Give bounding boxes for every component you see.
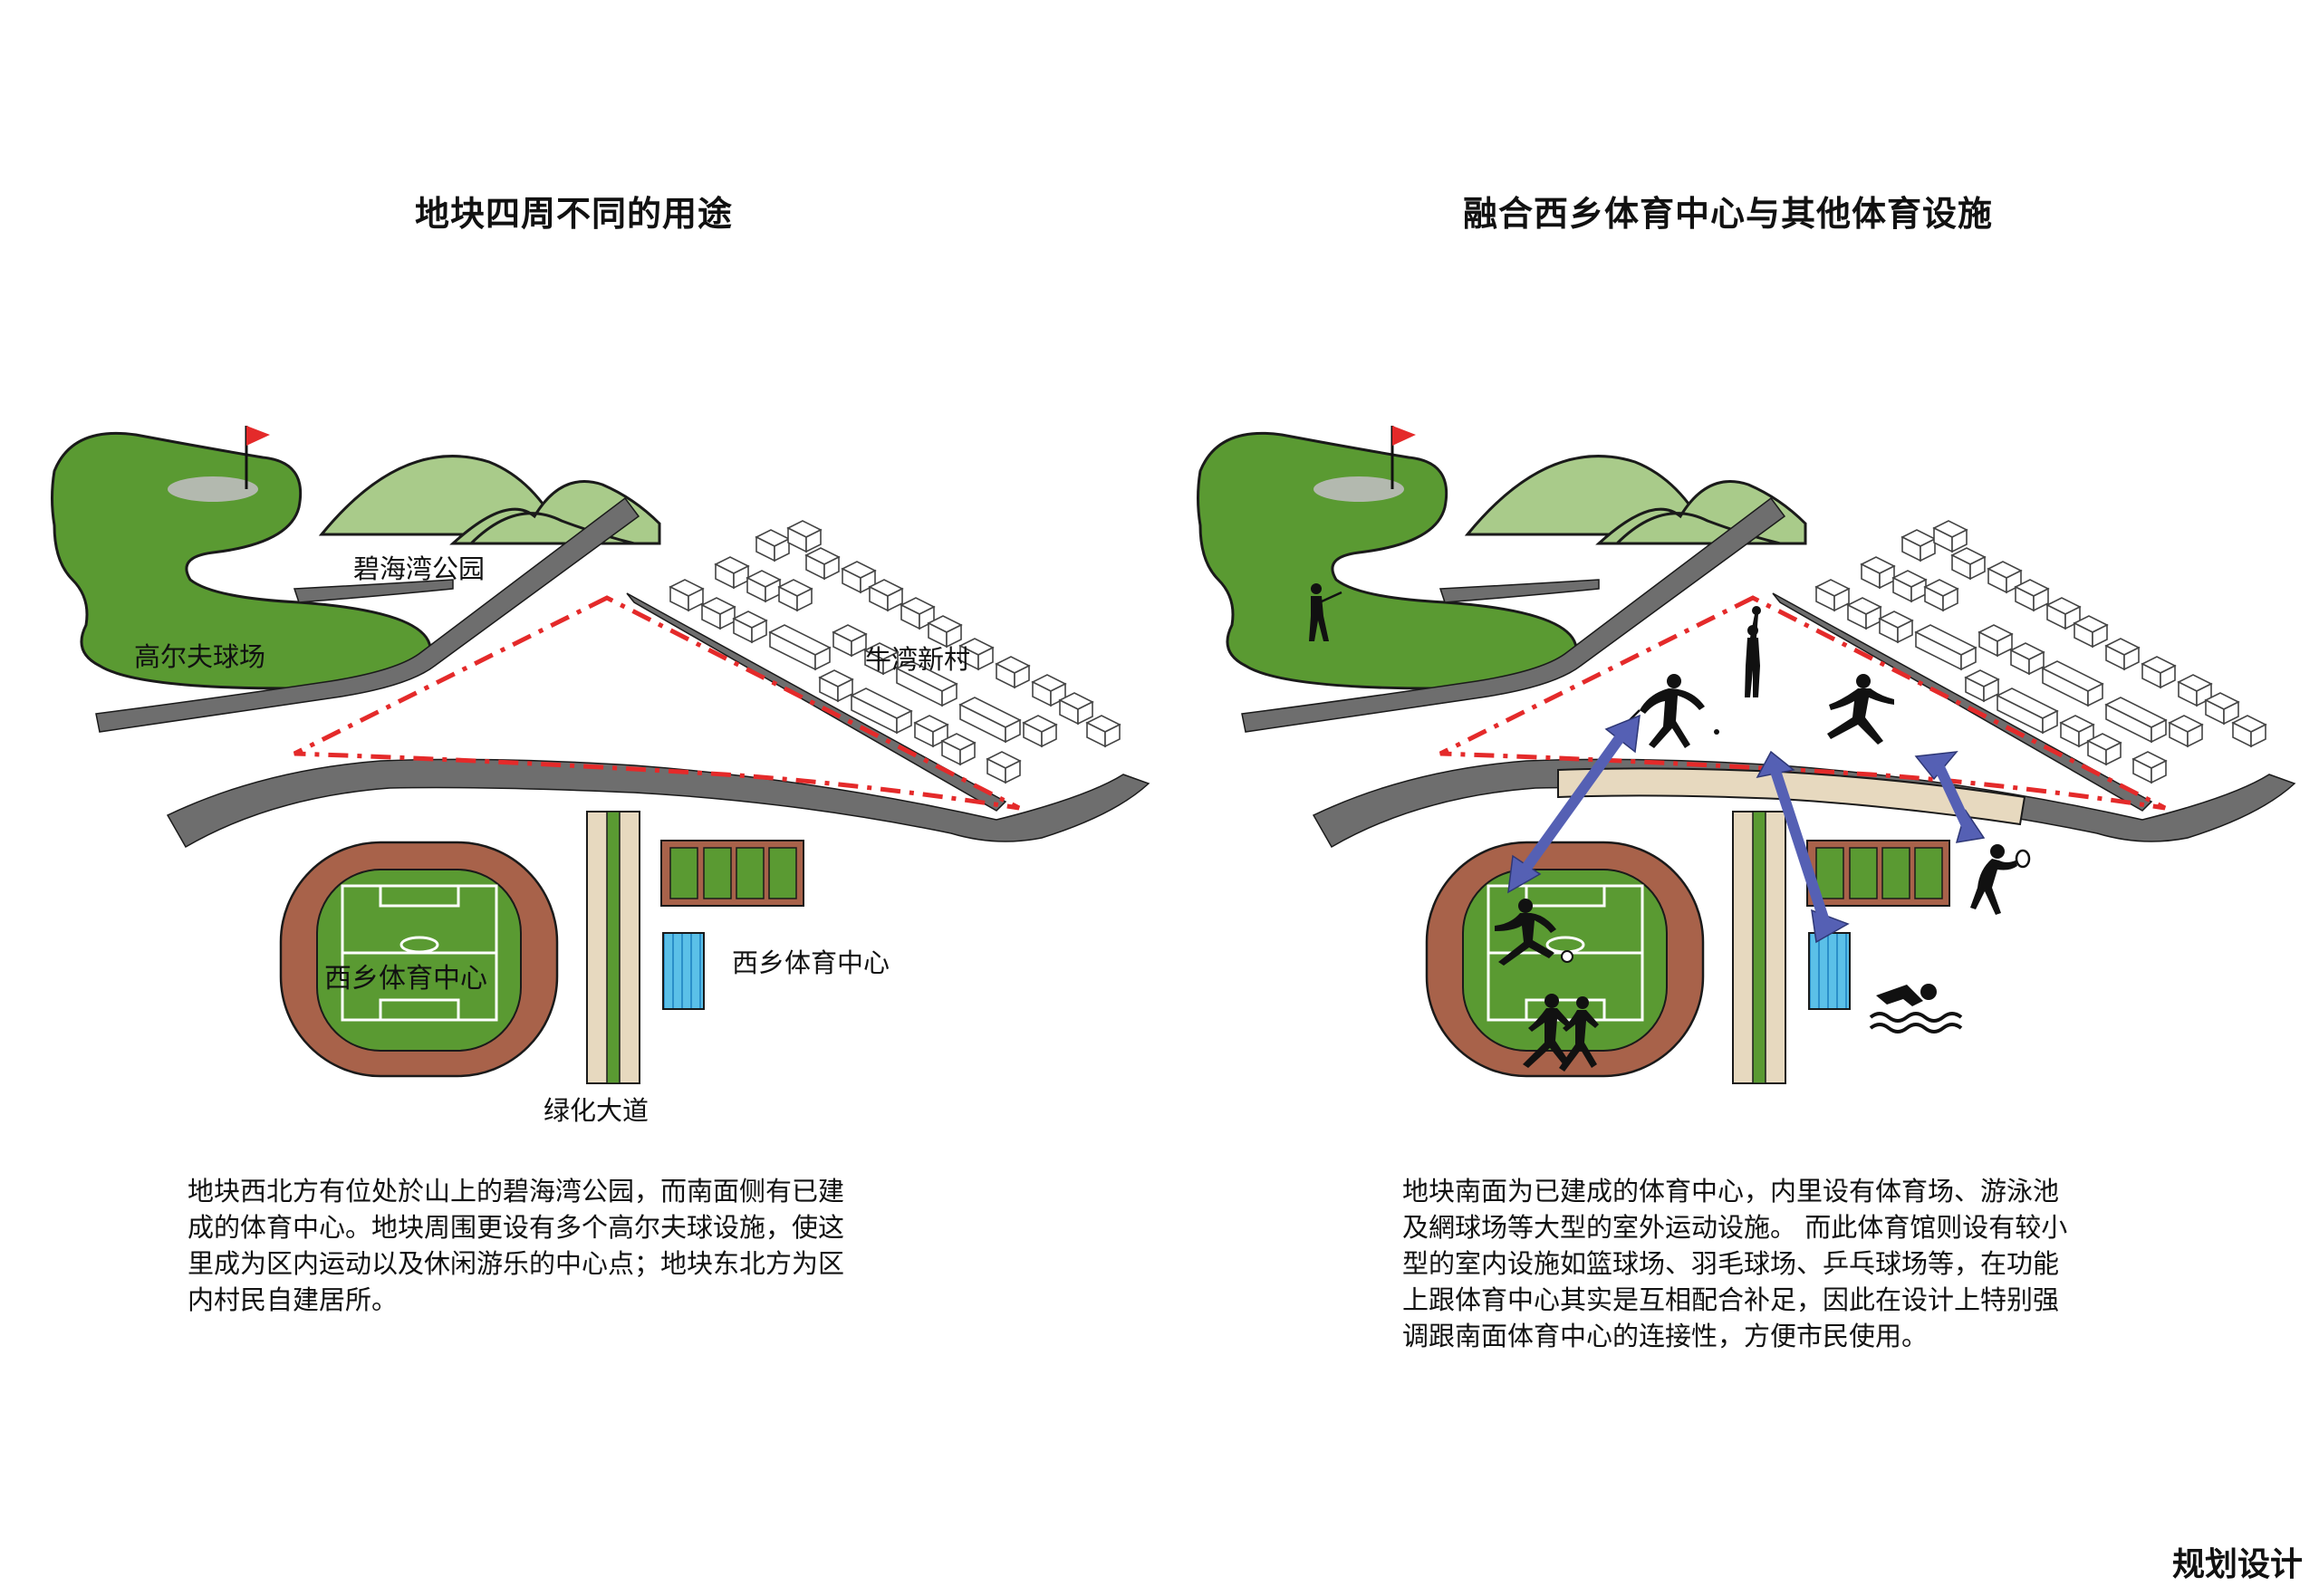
left-description-line: 内村民自建居所。: [188, 1284, 399, 1315]
label-golf-course: 高尔夫球场: [134, 641, 266, 672]
right-description-line: 地块南面为已建成的体育中心，内里设有体育场、游泳池: [1402, 1176, 2060, 1207]
arrow-icon: [1756, 750, 1850, 944]
connection-arrows: [1507, 714, 1986, 944]
right-description-line: 上跟体育中心其实是互相配合补足，因此在设计上特别强: [1402, 1284, 2060, 1315]
left-description-line: 地块西北方有位处於山上的碧海湾公园，而南面侧有已建: [188, 1176, 845, 1207]
tennis-player-icon: [1970, 844, 2031, 915]
golfer-icon: [1309, 583, 1342, 641]
left-description: 地块西北方有位处於山上的碧海湾公园，而南面侧有已建 成的体育中心。地块周围更设有…: [188, 1173, 930, 1318]
left-site-diagram: [53, 426, 1150, 1083]
left-diagram-title: 地块四周不同的用途: [415, 194, 734, 234]
runner-icon: [1523, 994, 1599, 1072]
label-sports-center: 西乡体育中心: [732, 947, 890, 978]
right-description-line: 及網球场等大型的室外运动设施。 而此体育馆则设有较小: [1402, 1212, 2068, 1243]
volleyball-player-icon: [1827, 674, 1894, 745]
left-description-line: 里成为区内运动以及休闲游乐的中心点；地块东北方为区: [188, 1248, 845, 1279]
footer-label: 规划设计: [2171, 1546, 2303, 1583]
label-stadium: 西乡体育中心: [324, 963, 487, 995]
label-park: 碧海湾公园: [353, 553, 486, 584]
soccer-player-icon: [1495, 899, 1573, 966]
right-diagram-title: 融合西乡体育中心与其他体育设施: [1463, 194, 1994, 234]
label-village: 牛湾新村: [865, 644, 971, 675]
arrow-icon: [1507, 714, 1641, 894]
badminton-player-icon: [1626, 674, 1719, 748]
label-greenway: 绿化大道: [544, 1095, 650, 1126]
right-description: 地块南面为已建成的体育中心，内里设有体育场、游泳池 及網球场等大型的室外运动设施…: [1402, 1173, 2145, 1354]
basketball-player-icon: [1745, 606, 1761, 697]
connection-plaza: [1557, 767, 2026, 826]
left-description-line: 成的体育中心。地块周围更设有多个高尔夫球设施，使这: [188, 1212, 845, 1243]
arrow-icon: [1914, 751, 1986, 843]
right-description-line: 调跟南面体育中心的连接性，方便市民使用。: [1402, 1321, 1929, 1351]
right-description-line: 型的室内设施如篮球场、羽毛球场、乒乓球场等，在功能: [1402, 1248, 2060, 1279]
right-site-diagram: [1198, 426, 2295, 1083]
swimmer-icon: [1869, 984, 1963, 1034]
